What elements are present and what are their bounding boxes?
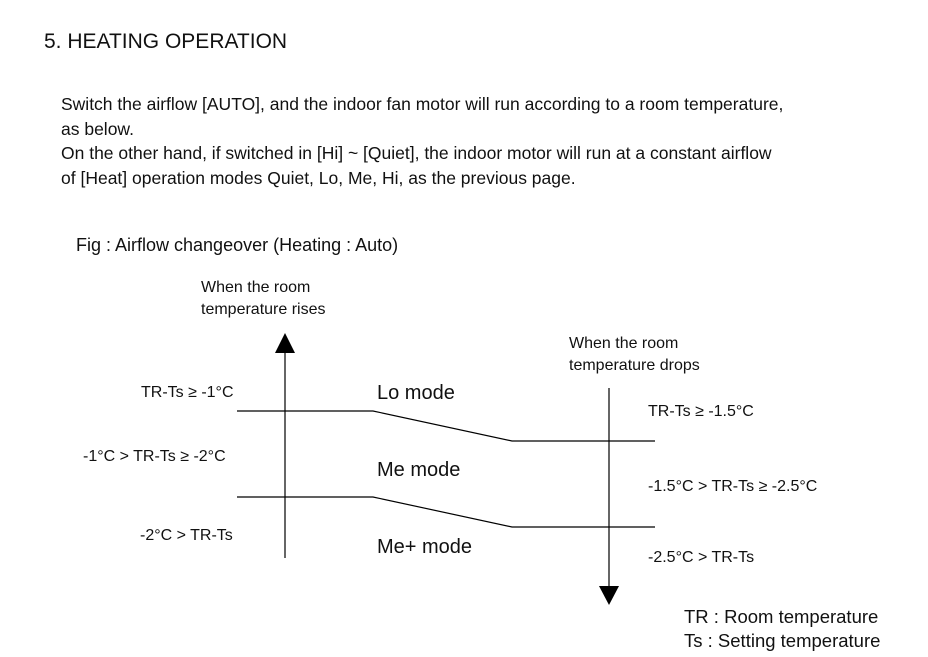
intro-line-4: of [Heat] operation modes Quiet, Lo, Me,…	[61, 168, 576, 188]
figure-caption: Fig : Airflow changeover (Heating : Auto…	[76, 235, 399, 255]
drops-label-line-1: When the room	[569, 335, 679, 352]
intro-line-3: On the other hand, if switched in [Hi] ~…	[61, 143, 772, 163]
intro-line-2: as below.	[61, 119, 134, 139]
lower-threshold-line	[237, 496, 655, 528]
rises-label-line-1: When the room	[201, 279, 311, 296]
me-plus-mode-label: Me+ mode	[377, 536, 473, 558]
drop-arrow-head	[599, 586, 619, 605]
left-condition-3: -2°C > TR-Ts	[140, 527, 233, 544]
upper-threshold-line	[237, 410, 655, 442]
drops-label-line-2: temperature drops	[569, 357, 700, 374]
right-condition-2: -1.5°C > TR-Ts ≥ -2.5°C	[648, 478, 818, 495]
legend-tr: TR : Room temperature	[684, 606, 879, 627]
legend-ts: Ts : Setting temperature	[684, 630, 881, 651]
right-condition-1: TR-Ts ≥ -1.5°C	[648, 403, 754, 420]
rises-label-line-2: temperature rises	[201, 301, 326, 318]
rise-arrow-head	[275, 333, 295, 353]
left-condition-1: TR-Ts ≥ -1°C	[141, 384, 234, 401]
lo-mode-label: Lo mode	[377, 382, 455, 404]
left-condition-2: -1°C > TR-Ts ≥ -2°C	[83, 448, 226, 465]
section-heading: 5. HEATING OPERATION	[44, 30, 288, 53]
me-mode-label: Me mode	[377, 459, 461, 481]
right-condition-3: -2.5°C > TR-Ts	[648, 549, 755, 566]
intro-line-1: Switch the airflow [AUTO], and the indoo…	[61, 94, 784, 114]
